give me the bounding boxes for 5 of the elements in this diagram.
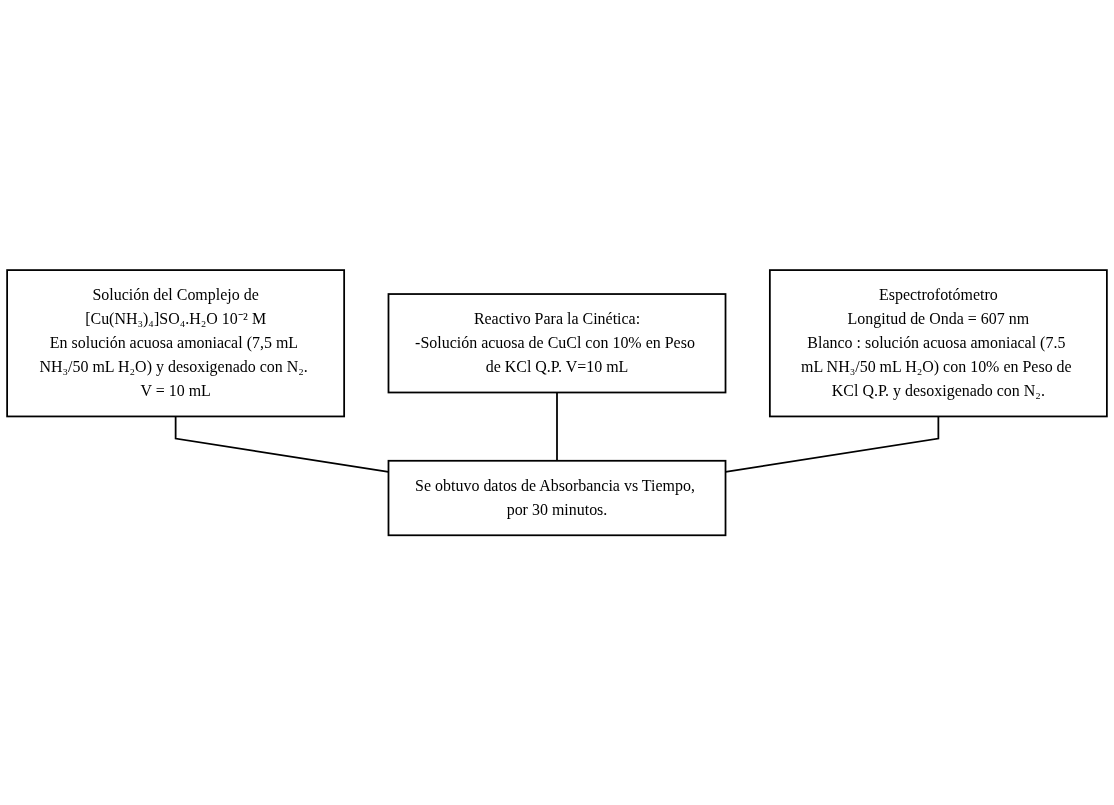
connector [556, 391, 558, 462]
node-box: Solución del Complejo de [Cu(NH₃)₄]SO₄.H₂O 10⁻² M En solución acuosa amoniacal (7,5 mL NH₃/50 mL H₂O) y desoxigenado con N₂. V = 10 mL [6, 269, 346, 418]
node-box: Espectrofotómetro Longitud de Onda = 607 nm Blanco : solución acuosa amoniacal (7.5 mL NH₃/50 mL H₂O) con 10% en Peso de KCl Q.P. y desoxigenado con N₂. [768, 269, 1108, 418]
node-box: Reactivo Para la Cinética: -Solución acuosa de CuCl con 10% en Peso de KCl Q.P. V=10 mL [387, 292, 727, 394]
node-box: Se obtuvo datos de Absorbancia vs Tiempo, por 30 minutos. [387, 459, 727, 536]
